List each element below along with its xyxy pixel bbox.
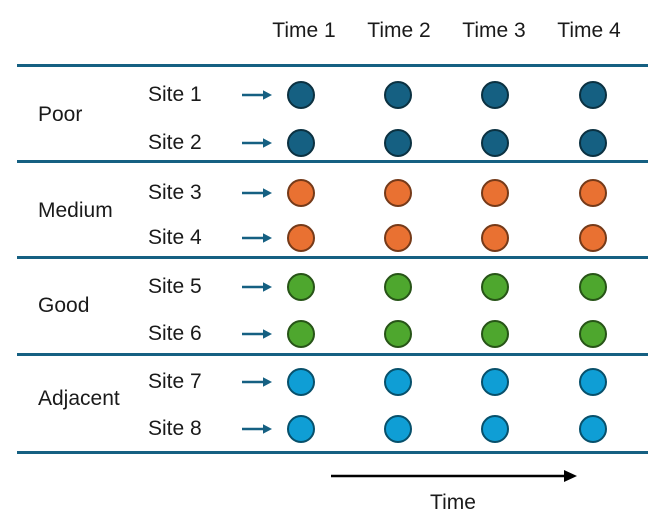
sample-dot [287, 320, 315, 348]
sample-dot [384, 320, 412, 348]
divider-line [17, 353, 648, 356]
sample-dot [287, 81, 315, 109]
group-label-good: Good [38, 294, 90, 317]
right-arrow-icon [242, 232, 272, 244]
sample-dot [481, 368, 509, 396]
sample-dot [287, 224, 315, 252]
site-row-site-7: Site 7 [0, 367, 666, 397]
sample-dot [579, 81, 607, 109]
divider-line [17, 256, 648, 259]
site-row-site-8: Site 8 [0, 414, 666, 444]
sample-dot [579, 415, 607, 443]
sample-dot [579, 224, 607, 252]
sample-dot [579, 320, 607, 348]
site-row-site-6: Site 6 [0, 319, 666, 349]
sample-dot [481, 320, 509, 348]
right-arrow-icon [242, 89, 272, 101]
time-header-2: Time 2 [367, 19, 431, 42]
right-arrow-icon [242, 376, 272, 388]
right-arrow-icon [242, 187, 272, 199]
divider-line [17, 64, 648, 67]
time-axis-arrow-icon [331, 470, 577, 482]
sample-dot [384, 81, 412, 109]
sample-dot [481, 224, 509, 252]
time-header-1: Time 1 [272, 19, 336, 42]
time-axis-label: Time [430, 491, 476, 514]
sample-dot [481, 415, 509, 443]
sample-dot [579, 273, 607, 301]
sample-dot [579, 368, 607, 396]
site-row-site-1: Site 1 [0, 80, 666, 110]
sample-dot [384, 224, 412, 252]
site-label: Site 8 [148, 417, 202, 440]
group-label-adjacent: Adjacent [38, 387, 120, 410]
sample-dot [481, 179, 509, 207]
sample-dot [287, 415, 315, 443]
sample-dot [287, 273, 315, 301]
sample-dot [287, 129, 315, 157]
site-row-site-5: Site 5 [0, 272, 666, 302]
sample-dot [287, 179, 315, 207]
sample-dot [481, 273, 509, 301]
site-label: Site 6 [148, 322, 202, 345]
time-header-3: Time 3 [462, 19, 526, 42]
right-arrow-icon [242, 281, 272, 293]
sample-dot [384, 179, 412, 207]
site-row-site-3: Site 3 [0, 178, 666, 208]
sample-dot [579, 129, 607, 157]
site-label: Site 2 [148, 131, 202, 154]
sample-dot [481, 81, 509, 109]
sample-dot [384, 368, 412, 396]
site-row-site-2: Site 2 [0, 128, 666, 158]
site-row-site-4: Site 4 [0, 223, 666, 253]
site-label: Site 3 [148, 181, 202, 204]
right-arrow-icon [242, 137, 272, 149]
group-label-poor: Poor [38, 103, 83, 126]
site-label: Site 1 [148, 83, 202, 106]
divider-line [17, 451, 648, 454]
site-label: Site 5 [148, 275, 202, 298]
sample-dot [384, 273, 412, 301]
right-arrow-icon [242, 328, 272, 340]
sample-dot [384, 415, 412, 443]
sample-dot [481, 129, 509, 157]
divider-line [17, 160, 648, 163]
sample-dot [384, 129, 412, 157]
group-label-medium: Medium [38, 199, 113, 222]
sample-dot [579, 179, 607, 207]
sample-dot [287, 368, 315, 396]
right-arrow-icon [242, 423, 272, 435]
time-header-4: Time 4 [557, 19, 621, 42]
site-label: Site 7 [148, 370, 202, 393]
site-label: Site 4 [148, 226, 202, 249]
